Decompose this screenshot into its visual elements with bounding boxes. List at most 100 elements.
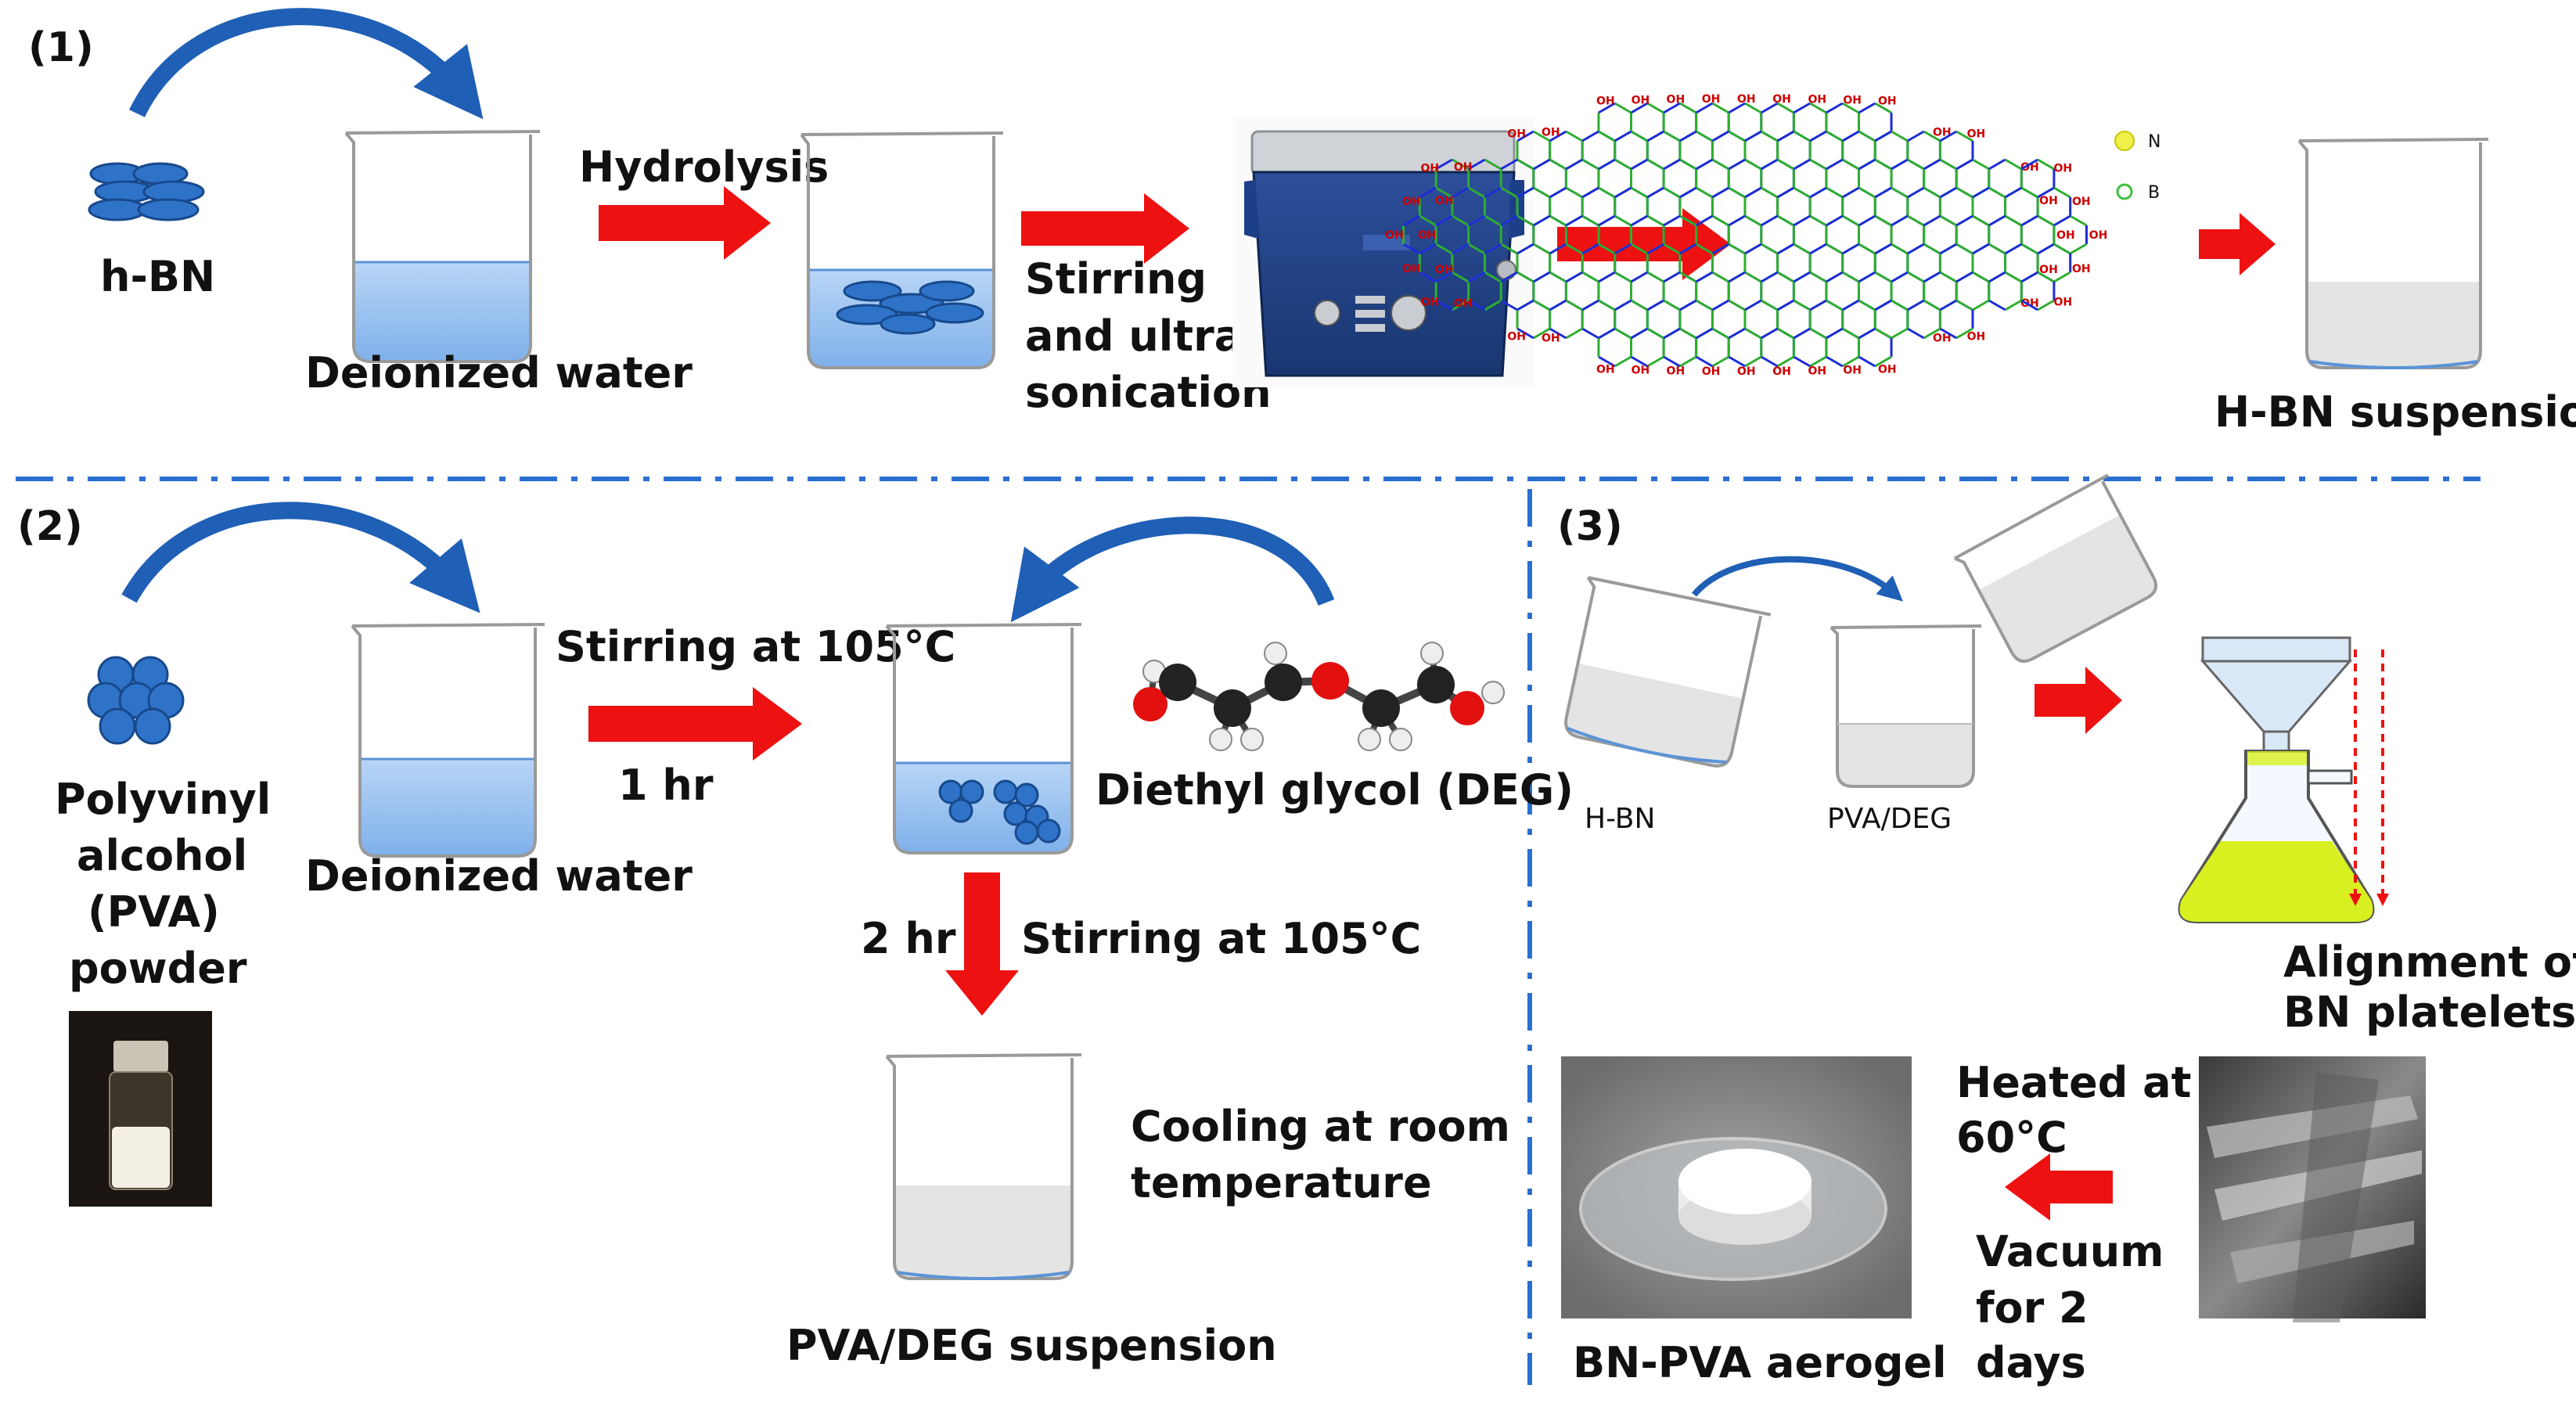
- beaker-pva-water: [885, 623, 1082, 854]
- lattice-bond: [1663, 214, 1681, 227]
- lattice-bond: [1581, 271, 1599, 283]
- deionized-water-label-2: Deionized water: [305, 851, 693, 901]
- lattice-bond: [1891, 214, 1909, 227]
- lattice-bond: [1826, 214, 1844, 227]
- lattice-bond: [1858, 102, 1876, 114]
- lattice-bond: [1907, 271, 1925, 283]
- lattice-bond: [1679, 299, 1697, 311]
- stirring-label: Stirring: [1025, 254, 1207, 304]
- lattice-bond: [1907, 158, 1925, 171]
- lattice-bond: [1744, 327, 1762, 340]
- deionized-water-label-1: Deionized water: [305, 348, 693, 398]
- pva-label-3: (PVA): [88, 887, 220, 937]
- lattice-bond: [1598, 271, 1616, 283]
- lattice-bond: [1858, 214, 1876, 227]
- lattice-bond: [1679, 186, 1697, 199]
- lattice-bond: [1761, 130, 1779, 142]
- lattice-bond: [1955, 243, 1973, 255]
- lattice-bond: [1663, 327, 1681, 340]
- lattice-bond: [1776, 102, 1795, 114]
- lattice-bond: [1793, 186, 1811, 199]
- oh-group-label: OH: [2039, 195, 2058, 207]
- lattice-bond: [1614, 271, 1632, 283]
- lattice-bond: [1988, 299, 2006, 311]
- lattice-bond: [1728, 102, 1746, 114]
- lattice-bond: [1549, 130, 1567, 142]
- curved-arrow-icon: [129, 8, 484, 120]
- lattice-bond: [1581, 158, 1599, 171]
- lattice-bond: [1452, 271, 1470, 283]
- beaker-pva-deg-suspension: [885, 1053, 1082, 1280]
- beaker-pva-deg-small: [1829, 624, 1982, 788]
- lattice-bond: [1891, 186, 1909, 199]
- pva-powder-icon: [87, 656, 185, 745]
- lattice-bond: [1614, 299, 1632, 311]
- lattice-bond: [1793, 102, 1811, 114]
- lattice-bond: [1598, 243, 1616, 255]
- lattice-bond: [1565, 327, 1583, 340]
- red-arrow-5: [588, 687, 802, 761]
- lattice-bond: [1646, 271, 1664, 283]
- lattice-bond: [1435, 271, 1453, 283]
- lattice-bond: [1923, 130, 1941, 142]
- lattice-bond: [1533, 214, 1551, 227]
- lattice-bond: [2053, 214, 2071, 227]
- oh-group-label: OH: [2020, 161, 2039, 174]
- aerogel-label: BN-PVA aerogel: [1573, 1338, 1947, 1387]
- oh-group-label: OH: [1772, 93, 1791, 106]
- lattice-bond: [1500, 186, 1518, 199]
- deg-molecule-icon: [1133, 642, 1505, 751]
- lattice-bond: [1841, 158, 1860, 171]
- lattice-bond: [2037, 299, 2055, 311]
- lattice-bond: [1939, 186, 1957, 199]
- lattice-bond: [1695, 130, 1714, 142]
- lattice-bond: [1533, 299, 1551, 311]
- lattice-bond: [1955, 158, 1973, 171]
- lattice-bond: [1516, 299, 1534, 311]
- lattice-bond: [1858, 355, 1876, 368]
- nitrogen-legend-icon: [2114, 131, 2135, 151]
- lattice-bond: [1452, 158, 1470, 171]
- pva-label-4: powder: [69, 944, 247, 993]
- lattice-bond: [1744, 186, 1762, 199]
- vacuum-label-3: days: [1976, 1338, 2086, 1387]
- oh-group-label: OH: [2056, 229, 2075, 242]
- lattice-bond: [1452, 186, 1470, 199]
- dispersed-flakes-icon: [836, 280, 984, 335]
- stirring-105-side-label: Stirring at 105°C: [1021, 914, 1421, 963]
- oh-group-label: OH: [1507, 128, 1526, 140]
- lattice-bond: [1874, 102, 1892, 114]
- lattice-bond: [1679, 158, 1697, 171]
- lattice-bond: [1793, 299, 1811, 311]
- oh-group-label: OH: [1418, 229, 1437, 242]
- lattice-bond: [1874, 299, 1892, 311]
- lattice-bond: [1907, 214, 1925, 227]
- curved-arrow-icon-4: [1691, 556, 1903, 602]
- lattice-bond: [1516, 271, 1534, 283]
- lattice-bond: [2020, 186, 2038, 199]
- lattice-bond: [1923, 214, 1941, 227]
- oh-group-label: OH: [1385, 229, 1404, 242]
- lattice-bond: [1761, 271, 1779, 283]
- lattice-bond: [1793, 271, 1811, 283]
- oh-group-label: OH: [1878, 363, 1897, 376]
- lattice-bond: [1841, 271, 1860, 283]
- lattice-bond: [1907, 299, 1925, 311]
- lattice-bond: [1516, 214, 1534, 227]
- lattice-bond: [1581, 186, 1599, 199]
- lattice-bond: [1533, 271, 1551, 283]
- lattice-bond: [1874, 130, 1892, 142]
- lattice-bond: [1711, 158, 1729, 171]
- lattice-bond: [1793, 355, 1811, 368]
- lattice-bond: [1776, 158, 1795, 171]
- beaker-deionized-water-1: [344, 130, 541, 363]
- beaker-hbn-suspension: [2297, 138, 2489, 369]
- lattice-bond: [1776, 355, 1795, 368]
- lattice-bond: [1565, 299, 1583, 311]
- lattice-bond: [1549, 158, 1567, 171]
- lattice-bond: [1516, 243, 1534, 255]
- lattice-bond: [1907, 243, 1925, 255]
- pva-label-1: Polyvinyl: [55, 775, 271, 824]
- lattice-bond: [1907, 327, 1925, 340]
